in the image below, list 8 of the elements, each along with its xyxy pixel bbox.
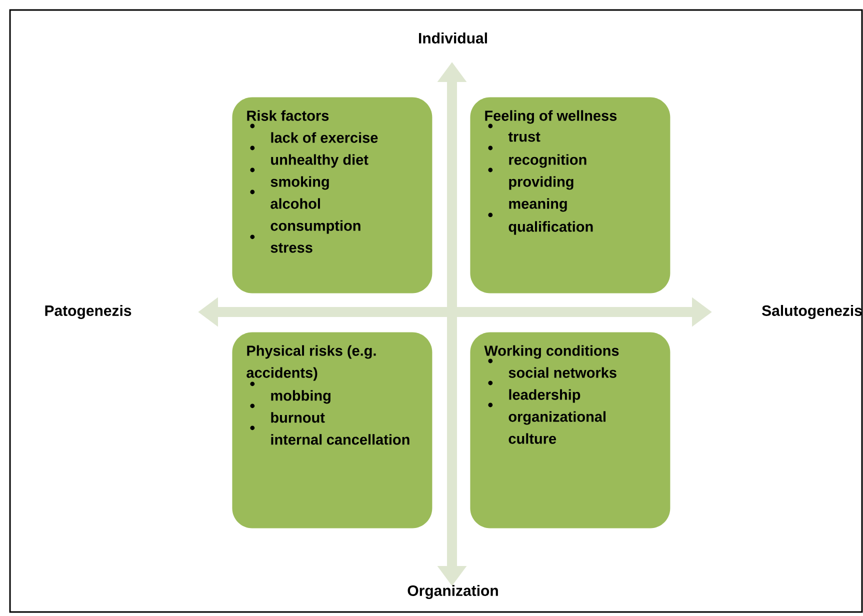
axis-label: Patogenezis [45, 304, 132, 320]
axis-label: Salutogenezis [762, 304, 862, 320]
rounded-box: Risk factors lack of exercise unhealthy diet smoking alcohol consumption stress [232, 97, 432, 294]
axis-label: Individual [419, 32, 487, 44]
rounded-box: Working conditions social networks leadership organizational culture [470, 332, 670, 528]
axis-label: Organization [408, 584, 498, 600]
rounded-box: Feeling of wellness trust recognition providing meaning qualification [470, 97, 670, 294]
rounded-box: Physical risks (e.g. accidents) mobbing burnout internal cancellation [232, 332, 432, 528]
